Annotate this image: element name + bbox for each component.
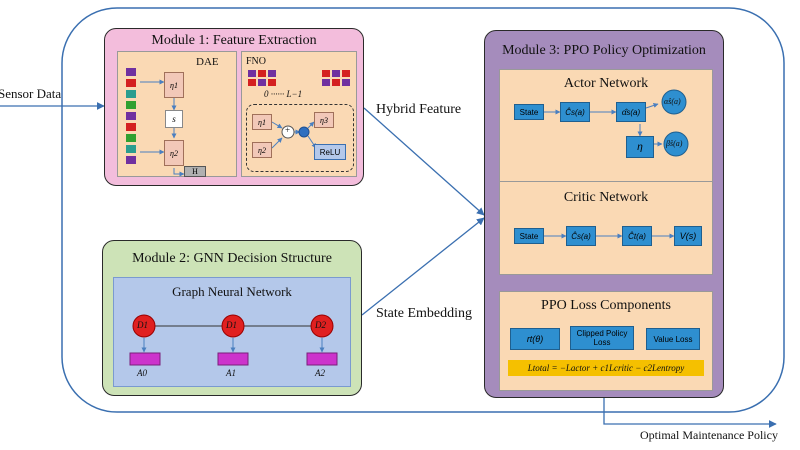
actor-eta-box: η [626, 136, 654, 158]
module2-title: Module 2: GNN Decision Structure [132, 251, 332, 266]
dae-latent-s: s [165, 110, 183, 128]
clipped-policy-loss-box: Clipped Policy Loss [570, 326, 634, 350]
fno-eta2: η2 [252, 142, 272, 158]
embedding-arrow [361, 217, 485, 316]
feature-square [332, 79, 340, 86]
feature-square [126, 79, 136, 87]
fno-eta1: η1 [252, 114, 272, 130]
fno-panel: FNO 0 ······ L−1 + [241, 51, 357, 177]
dae-arrows [140, 79, 185, 177]
optimal-policy-label: Optimal Maintenance Policy [640, 428, 778, 442]
critic-panel: Critic Network State Ĉs(a) Ĉt(a) V(s) [499, 181, 713, 275]
feature-square [126, 134, 136, 142]
fno-eta3: η3 [314, 112, 334, 128]
total-loss-formula: Ltotal = −Lactor + c1Lcritic − c2Lentrop… [508, 360, 704, 376]
critic-arrows [544, 233, 675, 239]
feature-square [322, 79, 330, 86]
action-bar [217, 352, 249, 366]
beta-out-node [663, 131, 689, 157]
fno-plus: + [285, 125, 291, 135]
critic-title: Critic Network [563, 190, 649, 205]
fno-arrows [271, 121, 317, 149]
gnn-node [132, 314, 156, 338]
critic-c-hat-t-box: Ĉt(a) [622, 226, 652, 246]
beta-out-label: β̂s(a) [666, 139, 683, 148]
hybrid-arrow [363, 107, 485, 216]
dae-label: DAE [196, 56, 219, 68]
feature-square [126, 145, 136, 153]
alpha-out-node [661, 89, 687, 115]
dae-panel: DAE η1 s η2 H [117, 51, 237, 177]
feature-square [126, 68, 136, 76]
feature-square [126, 101, 136, 109]
fno-label: FNO [246, 56, 267, 67]
node-label: D1 [226, 320, 237, 330]
critic-state-box: State [514, 228, 544, 244]
fno-layer-range: 0 ······ L−1 [264, 89, 303, 99]
ratio-box: rt(θ) [510, 328, 560, 350]
feature-square [126, 156, 136, 164]
actor-arrows [544, 89, 689, 157]
dae-encoder-2: η2 [164, 140, 184, 166]
feature-square [258, 70, 266, 77]
dae-encoder-1: η1 [164, 72, 184, 98]
gnn-graph [129, 314, 338, 366]
node-label: D2 [315, 320, 326, 330]
feature-square [268, 79, 276, 86]
actor-alpha-box: α̂s(a) [616, 102, 646, 122]
module1-panel: Module 1: Feature Extraction DAE η1 s [104, 28, 364, 186]
module1-title: Module 1: Feature Extraction [151, 33, 317, 48]
gnn-node [221, 314, 245, 338]
gnn-title: Graph Neural Network [172, 284, 292, 299]
output-arrow [603, 398, 777, 428]
fno-layer-block [246, 104, 354, 172]
module3-title: Module 3: PPO Policy Optimization [502, 43, 706, 58]
critic-c-hat-s-box: Ĉs(a) [566, 226, 596, 246]
feature-square [248, 79, 256, 86]
action-bar [306, 352, 338, 366]
dae-output-h: H [184, 166, 206, 177]
outer-frame [61, 7, 785, 413]
feature-square [322, 70, 330, 77]
actor-title: Actor Network [563, 76, 649, 91]
hybrid-feature-label: Hybrid Feature [376, 102, 462, 117]
node-label: D1 [137, 320, 148, 330]
feature-square [126, 90, 136, 98]
module3-panel: Module 3: PPO Policy Optimization Actor … [484, 30, 724, 398]
feature-square [258, 79, 266, 86]
actor-c-hat-box: Ĉs(a) [560, 102, 590, 122]
fno-feature-squares [248, 70, 350, 86]
action-label: A1 [226, 368, 236, 378]
feature-square [342, 79, 350, 86]
module2-panel: Module 2: GNN Decision Structure Graph N… [102, 240, 362, 396]
gnn-panel: Graph Neural Network D1 D1 D2 A0 A1 A2 [113, 277, 351, 387]
action-label: A0 [137, 368, 147, 378]
action-bar [129, 352, 161, 366]
gnn-node [310, 314, 334, 338]
feature-square [126, 112, 136, 120]
loss-title: PPO Loss Components [541, 298, 671, 313]
dae-input-squares [126, 68, 136, 164]
plus-node [281, 125, 295, 139]
feature-square [268, 70, 276, 77]
actor-panel: Actor Network State Ĉs(a) α̂s(a) η α̂s(a… [499, 69, 713, 201]
feature-square [342, 70, 350, 77]
fno-relu: ReLU [314, 144, 346, 160]
feature-square [126, 123, 136, 131]
sensor-data-label: Sensor Data [0, 86, 62, 101]
value-loss-box: Value Loss [646, 328, 700, 350]
actor-state-box: State [514, 104, 544, 120]
sigma-node [298, 126, 310, 138]
loss-panel: PPO Loss Components rt(θ) Clipped Policy… [499, 291, 713, 391]
action-label: A2 [315, 368, 325, 378]
alpha-out-label: α̂s(a) [664, 97, 681, 106]
feature-square [332, 70, 340, 77]
feature-square [248, 70, 256, 77]
critic-value-box: V(s) [674, 226, 702, 246]
state-embedding-label: State Embedding [376, 306, 473, 321]
